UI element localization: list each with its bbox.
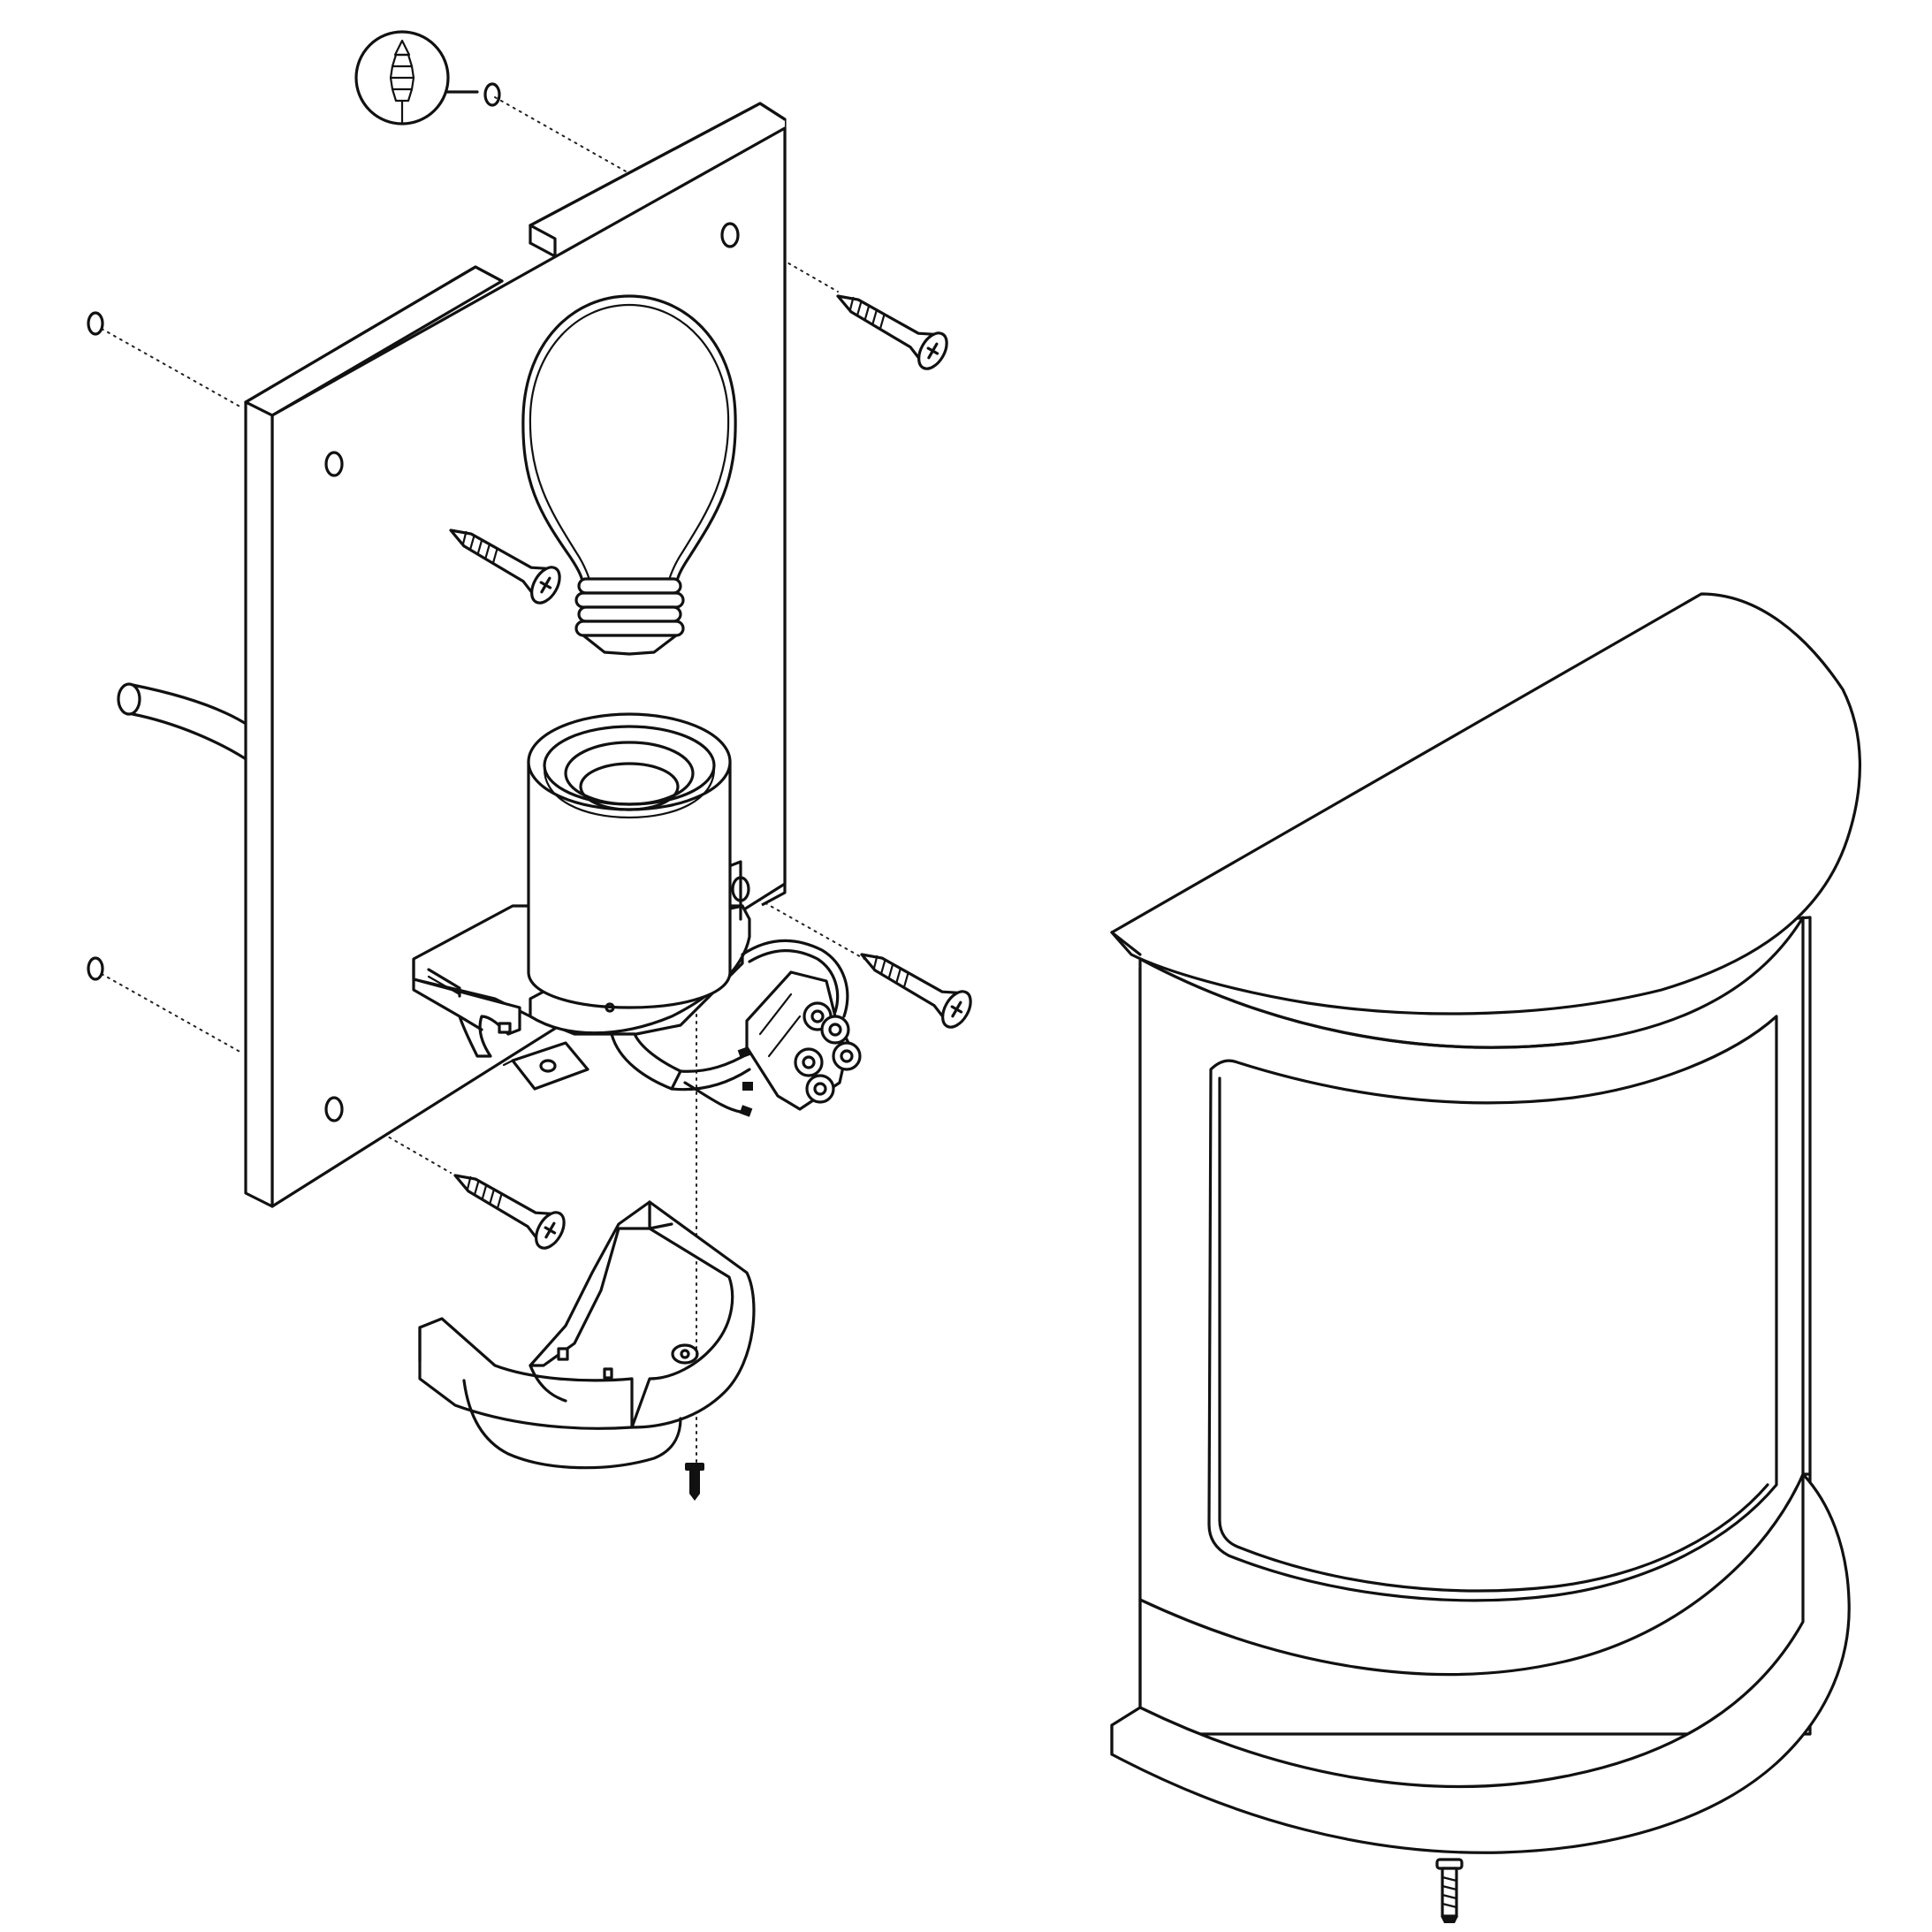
wall-plug-icon — [87, 956, 104, 981]
wood-screw-icon — [850, 936, 978, 1034]
lamp-housing — [1110, 592, 1861, 1854]
small-screw-icon — [685, 1463, 704, 1501]
wall-mounting-plate — [244, 102, 787, 1208]
internal-wiring — [610, 939, 849, 1117]
power-cable — [117, 682, 252, 764]
wall-plug-icon — [87, 311, 104, 336]
small-screw-icon — [1435, 1858, 1464, 1923]
wood-screw-icon — [826, 278, 955, 376]
lamp-socket — [527, 712, 732, 1013]
wood-screw-icon — [444, 1157, 572, 1255]
cover-clamp — [418, 1200, 756, 1470]
wall-plug-detail-icon — [354, 30, 501, 126]
terminal-block — [745, 970, 862, 1111]
light-bulb — [521, 294, 737, 656]
